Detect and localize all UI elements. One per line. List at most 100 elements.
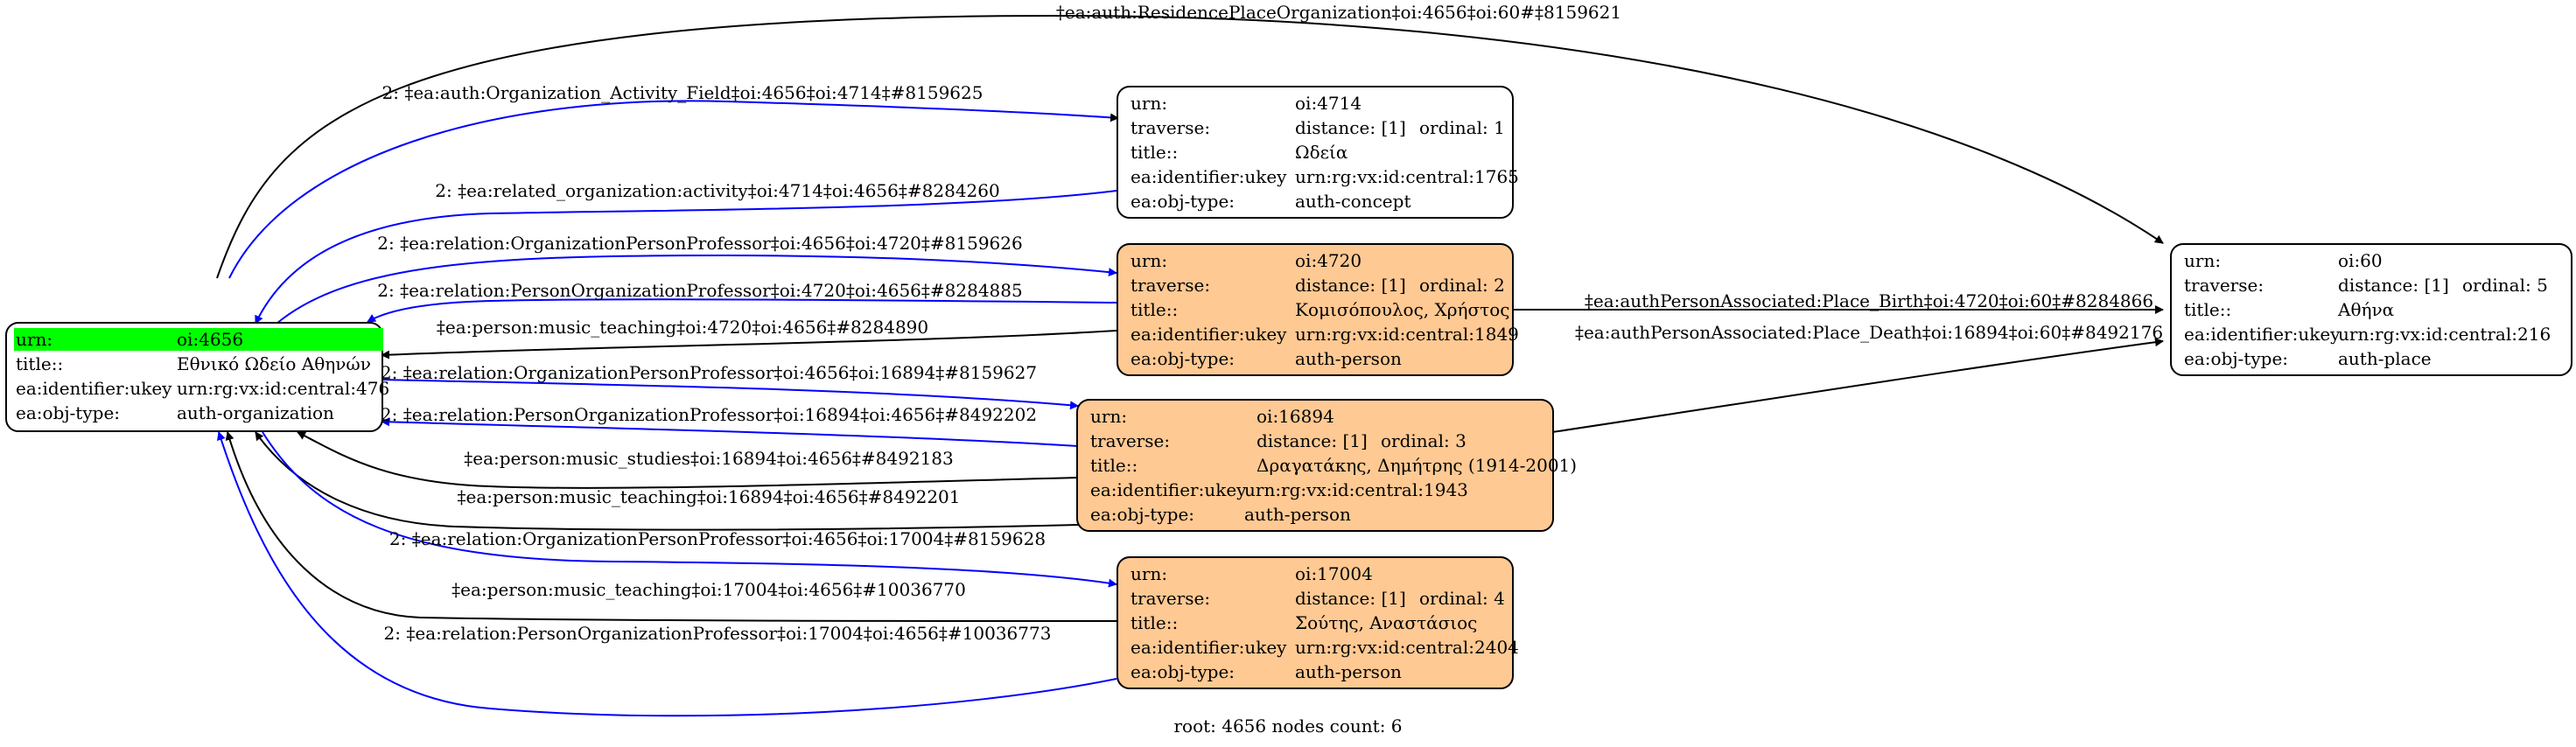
row-key: ea:identifier:ukey [1130,637,1287,658]
row-key: ea:obj-type: [1130,661,1236,682]
edge-residence [216,14,2164,279]
row-key: urn: [2184,250,2222,271]
row-value: oi:17004 [1295,563,1373,584]
node-row-ukey: ea:identifier:ukey urn:rg:vx:id:central:1… [1130,164,1519,189]
row-value: Αθήνα [2338,299,2395,320]
row-key: ea:identifier:ukey [16,378,172,399]
row-value: distance: [1] [1295,588,1406,609]
edge-label-music-teaching-4720: ‡ea:person:music_teaching‡oi:4720‡oi:465… [436,317,929,338]
row-key: traverse: [1130,275,1211,296]
row-key: ea:identifier:ukey [1130,324,1287,345]
row-key: traverse: [1090,430,1171,451]
row-key: ea:obj-type: [1130,348,1236,369]
row-key: urn: [1090,406,1128,427]
row-key: traverse: [2184,275,2264,296]
row-key: title:: [1090,455,1138,476]
edge-label-related-org: 2: ‡ea:related_organization:activity‡oi:… [435,180,1000,201]
edge-label-person-org-4720: 2: ‡ea:relation:PersonOrganizationProfes… [377,280,1023,301]
row-key: urn: [1130,250,1168,271]
row-value: urn:rg:vx:id:central:1765 [1295,166,1519,187]
row-ordinal: ordinal: 2 [1419,275,1505,296]
row-key: ea:identifier:ukey [1090,479,1247,500]
edge-label-person-org-16894: 2: ‡ea:relation:PersonOrganizationProfes… [380,404,1038,425]
node-row-traverse: traverse:distance: [1]ordinal: 5 [2184,273,2571,297]
node-row-traverse: traverse:distance: [1]ordinal: 3 [1090,429,1552,453]
row-value: Κομισόπουλος, Χρήστος [1295,299,1510,320]
edge-label-place-death: ‡ea:authPersonAssociated:Place_Death‡oi:… [1574,322,2164,343]
row-key: ea:identifier:ukey [1130,166,1287,187]
edge-person-org-17004 [216,431,1117,717]
edge-person-org-16894 [381,417,1079,447]
row-key: title:: [2184,299,2232,320]
node-row-title: title::Κομισόπουλος, Χρήστος [1130,297,1512,322]
edge-label-org-person-4720: 2: ‡ea:relation:OrganizationPersonProfes… [377,233,1023,254]
row-key: traverse: [1130,117,1211,138]
node-row-ukey: ea:identifier:ukey urn:rg:vx:id:central:… [16,376,389,401]
row-value: distance: [1] [1256,430,1368,451]
node-row-urn: urn: oi:4656 [14,327,383,352]
node-row-objtype: ea:obj-type:auth-person [1090,502,1552,527]
edge-label-person-org-17004: 2: ‡ea:relation:PersonOrganizationProfes… [383,623,1052,644]
row-value: urn:rg:vx:id:central:1943 [1244,479,1468,500]
row-key: ea:obj-type: [1130,191,1236,212]
edge-related-org [255,190,1117,325]
graph-footer: root: 4656 nodes count: 6 [1173,716,1403,737]
row-key: ea:identifier:ukey [2184,324,2341,345]
node-row-title: title::Δραγατάκης, Δημήτρης (1914-2001) [1090,453,1577,478]
row-value: oi:4720 [1295,250,1362,271]
node-row-objtype: ea:obj-type:auth-place [2184,346,2571,371]
row-key: title:: [1130,612,1179,633]
node-row-title: title::Σούτης, Αναστάσιος [1130,611,1512,635]
edge-org-activity [228,100,1119,279]
node-oi-4656[interactable]: urn: oi:4656 title:: Εθνικό Ωδείο Αθηνών… [5,322,389,432]
edge-label-music-teaching-17004: ‡ea:person:music_teaching‡oi:17004‡oi:46… [452,579,966,600]
row-value: oi:4656 [177,329,244,350]
row-value: auth-place [2338,348,2432,369]
row-value: auth-concept [1295,191,1411,212]
row-key: title:: [16,353,64,374]
row-value: urn:rg:vx:id:central:476 [177,378,390,399]
node-row-objtype: ea:obj-type: auth-organization [16,401,382,425]
row-value: Δραγατάκης, Δημήτρης (1914-2001) [1256,455,1578,476]
row-value: oi:60 [2338,250,2383,271]
row-key: traverse: [1130,588,1211,609]
edge-label-music-studies-16894: ‡ea:person:music_studies‡oi:16894‡oi:465… [464,448,954,469]
root-highlight [14,328,383,351]
row-value: oi:4714 [1295,93,1362,114]
row-ordinal: ordinal: 4 [1419,588,1505,609]
row-ordinal: ordinal: 1 [1419,117,1505,138]
row-value: urn:rg:vx:id:central:216 [2338,324,2552,345]
edge-label-music-teaching-16894: ‡ea:person:music_teaching‡oi:16894‡oi:46… [457,486,961,507]
row-value: distance: [1] [1295,275,1406,296]
node-row-traverse: traverse: distance: [1] ordinal: 4 [1130,586,1512,611]
row-value: Εθνικό Ωδείο Αθηνών [177,353,371,374]
node-oi-17004[interactable]: urn: oi:17004 traverse: distance: [1] ordin… [1116,556,1519,689]
edge-org-person-17004 [262,431,1117,588]
row-value: Σούτης, Αναστάσιος [1295,612,1478,633]
edge-label-org-person-17004: 2: ‡ea:relation:OrganizationPersonProfes… [388,528,1046,549]
edge-label-org-person-16894: 2: ‡ea:relation:OrganizationPersonProfes… [380,362,1038,383]
node-row-objtype: ea:obj-type:auth-person [1130,660,1512,684]
node-oi-4720[interactable]: urn: oi:4720 traverse: distance: [1] ordina… [1116,243,1519,376]
edge-label-org-activity: 2: ‡ea:auth:Organization_Activity_Field‡… [382,82,984,103]
node-oi-60[interactable]: urn: oi:60 traverse:distance: [1]ordinal:… [2170,243,2572,376]
edge-org-person-16894 [381,379,1079,410]
row-key: ea:obj-type: [16,402,121,423]
edge-place-death [1551,338,2164,433]
row-key: title:: [1130,142,1179,163]
node-row-urn: urn: oi:17004 [1130,562,1512,586]
row-value: Ωδεία [1295,142,1348,163]
edge-label-place-birth: ‡ea:authPersonAssociated:Place_Birth‡oi:… [1584,290,2154,311]
node-row-urn: urn:oi:4714 [1130,91,1512,115]
node-oi-16894[interactable]: urn:oi:16894 traverse:distance: [1]ordin… [1076,399,1577,532]
node-row-objtype: ea:obj-type: auth-concept [1130,189,1512,213]
node-oi-4714[interactable]: urn:oi:4714 traverse:distance: [1]ordina… [1116,86,1519,219]
row-key: urn: [1130,563,1168,584]
row-value: auth-organization [177,402,334,423]
edge-person-org-4720 [367,298,1117,323]
